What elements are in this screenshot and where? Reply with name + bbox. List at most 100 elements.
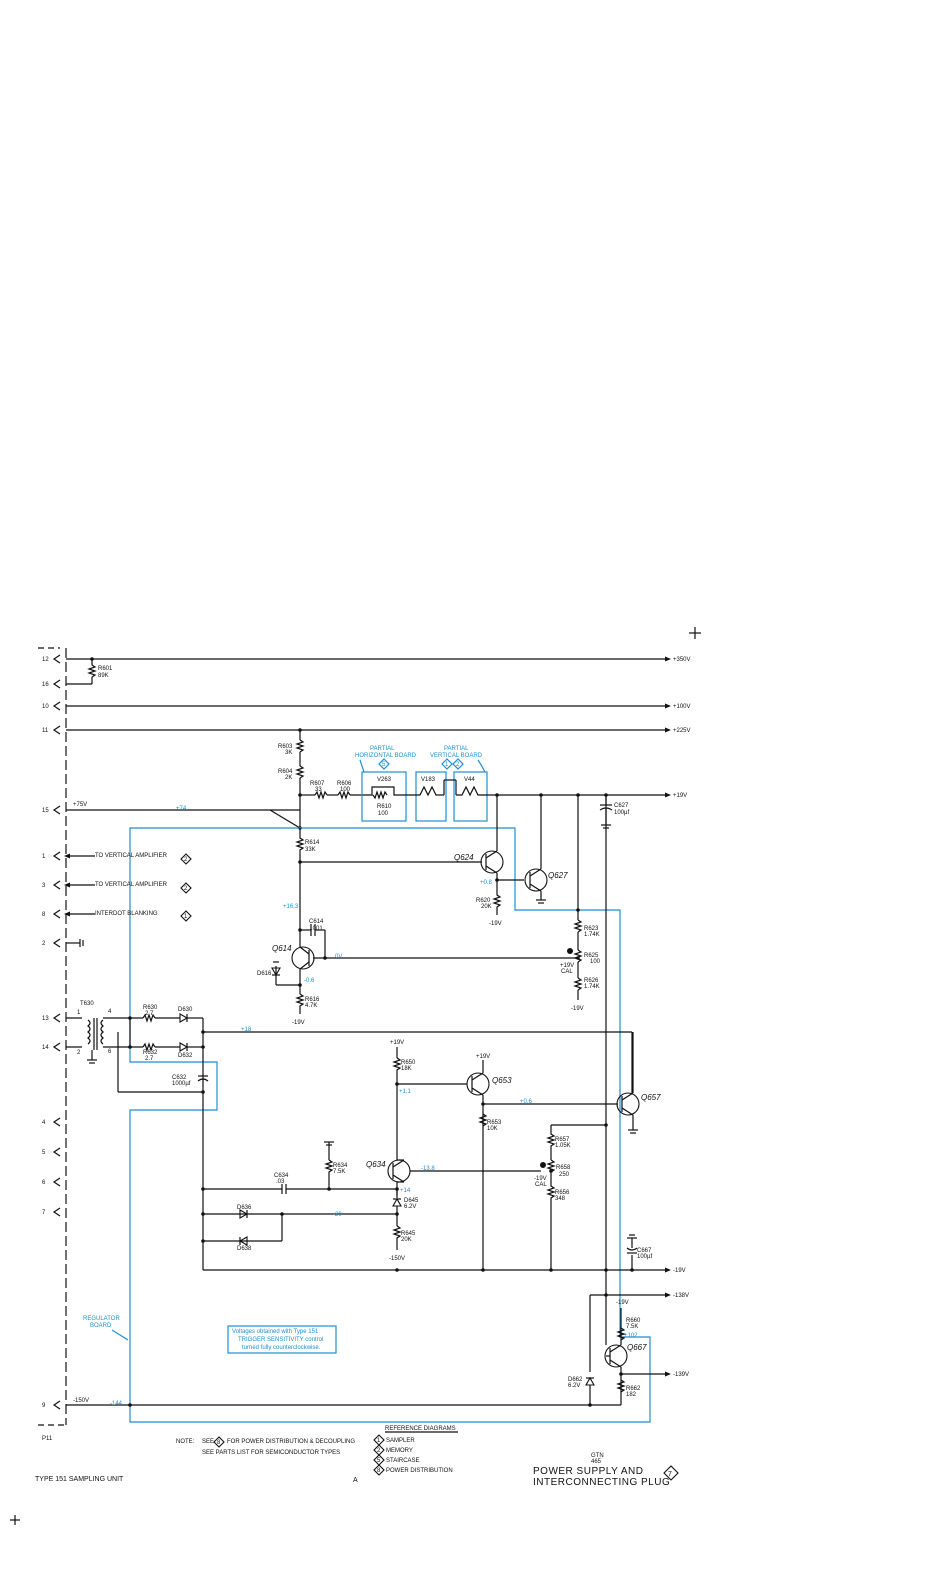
reference-diagram-number: 8 [377, 1468, 381, 1474]
pin-number: 8 [42, 912, 46, 918]
r658-cal-1: -19V [534, 1176, 547, 1182]
voltage-0-8: +0.8 [480, 880, 493, 886]
voltage-102: +102 [624, 1333, 638, 1339]
rail-225v: +225V [673, 728, 691, 734]
pin-number: 9 [42, 1403, 46, 1409]
r610-label: R610 [377, 804, 392, 810]
q634-label: Q634 [366, 1160, 386, 1169]
negative-regulator: +19V R650 18K +1.1 +19V Q653 +0.6 R653 1… [201, 795, 686, 1295]
connector-pin-4: 4 [42, 1117, 61, 1127]
q653-supply: +19V [476, 1054, 490, 1060]
notes: NOTE: SEE 8 FOR POWER DISTRIBUTION & DEC… [176, 1436, 355, 1456]
pin-number: 1 [42, 854, 46, 860]
signal-outputs: TO VERTICAL AMPLIFIER 2 TO VERTICAL AMPL… [95, 853, 192, 922]
r645-label: R645 [401, 1231, 416, 1237]
r653-label: R653 [487, 1120, 502, 1126]
board-horizontal-1: PARTIAL [370, 746, 395, 752]
c634-value: .03 [276, 1179, 285, 1185]
reference-diagram-number: 2 [377, 1448, 381, 1454]
r616-value: 4.7K [305, 1003, 317, 1009]
d636-label: D636 [237, 1205, 252, 1211]
connector-pin-7: 7 [42, 1207, 61, 1217]
c614-label: C614 [309, 919, 324, 925]
r601-label: R601 [98, 666, 113, 672]
board-horizontal-ref: 5 [382, 762, 386, 768]
registration-mark-bottom [10, 1515, 20, 1525]
q614-label: Q614 [272, 944, 292, 953]
r616-label: R616 [305, 997, 320, 1003]
r630-value: 2.7 [145, 1011, 154, 1017]
reference-diagram-label: STAIRCASE [386, 1458, 420, 1464]
pin-number: 4 [42, 1120, 46, 1126]
r603-label: R603 [278, 744, 293, 750]
reference-diagram-label: SAMPLER [386, 1438, 415, 1444]
r626-value: 1.74K [584, 984, 600, 990]
gtn-line-2: 465 [591, 1459, 602, 1465]
rail-minus-138v: -138V [673, 1293, 689, 1299]
c634-label: C634 [274, 1173, 289, 1179]
pin-socket-icon [52, 1177, 61, 1187]
pin-socket-icon [52, 1013, 61, 1023]
reference-diagrams-title: REFERENCE DIAGRAMS [385, 1426, 456, 1432]
pin-number: 11 [42, 728, 49, 734]
signal-to-vertical-1-ref: 2 [184, 857, 188, 863]
r634-value: 7.5K [333, 1169, 345, 1175]
r660-value: 7.5K [626, 1324, 638, 1330]
t630-pin-2: 2 [77, 1050, 81, 1056]
connector-pin-2: 2 [42, 938, 84, 948]
r650-supply: +19V [390, 1040, 404, 1046]
r607-label: R607 [310, 781, 325, 787]
voltage-note: Voltages obtained with Type 151 TRIGGER … [227, 1325, 337, 1354]
q653-label: Q653 [492, 1076, 512, 1085]
pin-arrow-icon [64, 882, 70, 888]
note-line1-b: FOR POWER DISTRIBUTION & DECOUPLING [227, 1439, 355, 1445]
voltage-minus-0-6: -0.6 [304, 978, 315, 984]
connector-pin-12: 12 [42, 654, 61, 664]
q627-label: Q627 [548, 871, 568, 880]
connector-pin-16: 16 [42, 679, 61, 689]
pin-socket-icon [52, 701, 61, 711]
regulator-board-outline [129, 827, 651, 1423]
pin-number: 16 [42, 682, 49, 688]
voltage-note-line-3: turned fully counterclockwise. [242, 1345, 321, 1351]
r625-value: 100 [590, 959, 601, 965]
d645-label: D645 [404, 1198, 419, 1204]
note-line2: SEE PARTS LIST FOR SEMICONDUCTOR TYPES [202, 1450, 340, 1456]
d616-label: D616 [257, 971, 272, 977]
pin-number: 5 [42, 1150, 46, 1156]
voltage-14: +14 [400, 1188, 411, 1194]
r623-value: 1.74K [584, 932, 600, 938]
r660-label: R660 [626, 1318, 641, 1324]
voltage-0v: 0V [335, 954, 342, 960]
v263-label: V263 [377, 777, 392, 783]
reference-diagram-number: 1 [377, 1438, 381, 1444]
t630-label: T630 [80, 1001, 94, 1007]
pin-socket-icon [52, 805, 61, 815]
revision: A [353, 1477, 358, 1484]
pin-arrow-icon [64, 911, 70, 917]
c632-value: 1000µf [172, 1081, 191, 1087]
r606-value: 100 [340, 787, 351, 793]
connector-pin-3: 3 [42, 880, 95, 890]
d638-label: D638 [237, 1246, 252, 1252]
pin-socket-icon [52, 880, 61, 890]
pin-number: 10 [42, 704, 49, 710]
r634-label: R634 [333, 1163, 348, 1169]
r656-value: 348 [555, 1196, 566, 1202]
pin-socket-icon [52, 1117, 61, 1127]
r653-value: 10K [487, 1126, 498, 1132]
reference-diagram-item: 1 SAMPLER [373, 1434, 415, 1446]
q667-label: Q667 [627, 1343, 647, 1352]
r656-label: R656 [555, 1190, 570, 1196]
voltage-minus-13-8: -13.8 [421, 1166, 435, 1172]
title-block: TYPE 151 SAMPLING UNIT A GTN 465 POWER S… [35, 1453, 679, 1488]
q624-label: Q624 [454, 853, 474, 862]
registration-mark-top [689, 627, 701, 639]
title-line-1: POWER SUPPLY AND [533, 1466, 643, 1477]
pin-socket-icon [52, 679, 61, 689]
supply-rails: +350V R601 89K +100V +225V [66, 656, 691, 734]
